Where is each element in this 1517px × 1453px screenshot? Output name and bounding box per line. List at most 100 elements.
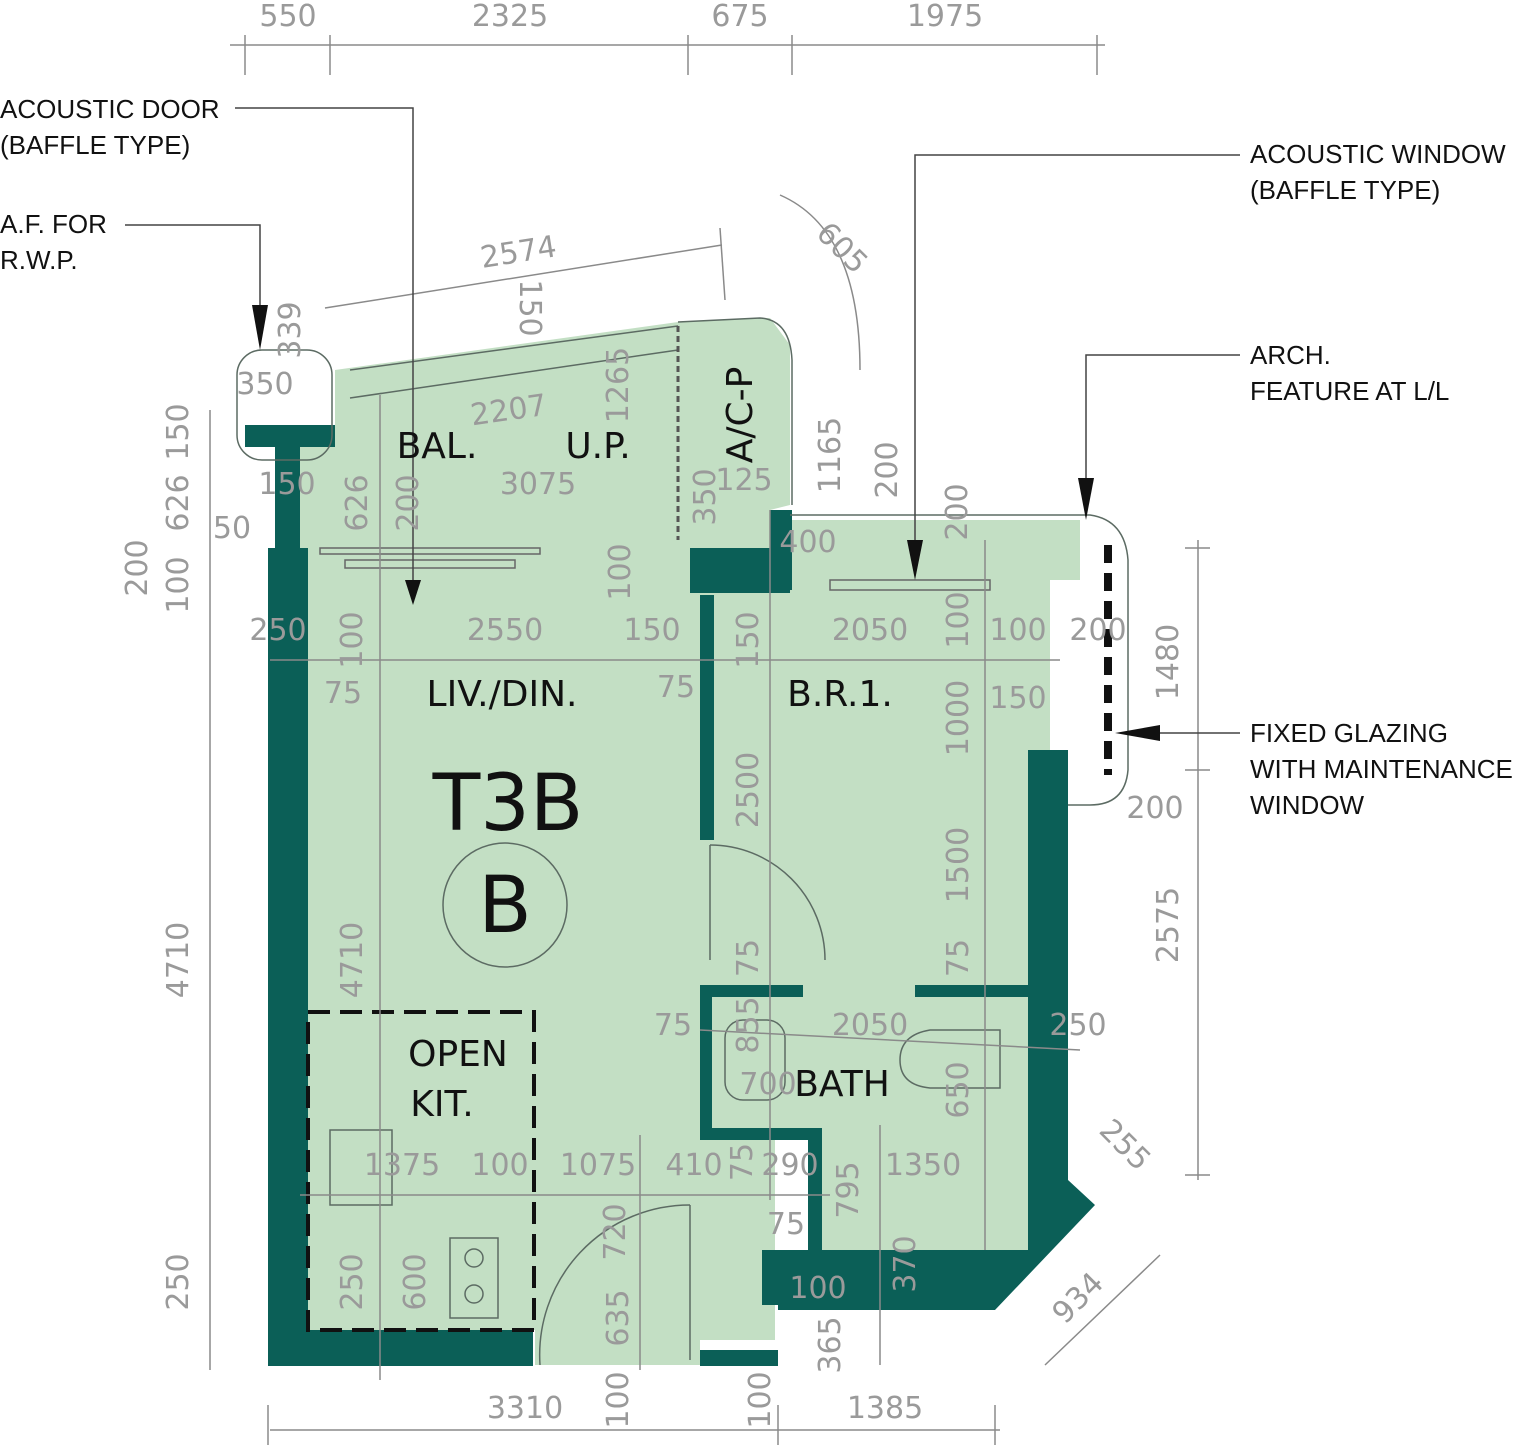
dim-75-entry: 75 [767, 1207, 805, 1242]
right-wall [1028, 750, 1068, 1190]
dim-150-mid: 150 [623, 613, 680, 648]
dim-350-rwp: 350 [236, 367, 293, 402]
dim-350-ac: 350 [688, 468, 723, 525]
window-strip-floor [790, 520, 1080, 580]
dim-100-kit: 100 [471, 1148, 528, 1183]
dim-400: 400 [779, 525, 836, 560]
acoustic-window [829, 579, 991, 591]
room-label-open-kitchen-1: OPEN [408, 1034, 508, 1075]
af-rwp-leader [125, 224, 261, 320]
dim-200-window: 200 [940, 483, 975, 540]
dim-626-inner: 626 [340, 474, 375, 531]
note-fixed-glazing-line1: FIXED GLAZING [1250, 718, 1448, 748]
dim-255: 255 [1092, 1113, 1157, 1178]
bath-floor [712, 990, 1030, 1250]
bath-top-wall-left [708, 985, 803, 997]
note-arch-feature-line1: ARCH. [1250, 340, 1331, 370]
dim-700: 700 [739, 1067, 796, 1102]
bottom-left-wall [268, 1330, 533, 1366]
dim-3075: 3075 [500, 467, 576, 502]
walls [245, 425, 1095, 1366]
rwp-outline [236, 349, 333, 461]
dim-250-kit: 250 [335, 1253, 370, 1310]
floor-areas [300, 318, 1080, 1365]
dim-605: 605 [809, 216, 874, 281]
room-label-ac-platform: A/C-P [720, 367, 761, 464]
dim-339: 339 [273, 301, 308, 358]
acoustic-door-leader [235, 107, 414, 590]
note-fixed-glazing-line2: WITH MAINTENANCE [1250, 754, 1513, 784]
room-label-living-dining: LIV./DIN. [427, 674, 578, 715]
dim-1265: 1265 [601, 347, 636, 423]
dim-75-bottom: 75 [725, 1143, 760, 1181]
bottom-door-wall [700, 1350, 778, 1366]
dim-4710-inner: 4710 [335, 922, 370, 998]
room-label-utility-platform: U.P. [565, 426, 630, 467]
bath-inner-wall [808, 1128, 822, 1253]
bottom-right-wall [778, 1180, 1095, 1310]
acoustic-window-arrow [907, 540, 923, 580]
dim-290: 290 [761, 1148, 818, 1183]
dim-150-left: 150 [161, 403, 196, 460]
dim-1350: 1350 [885, 1148, 961, 1183]
dim-1385: 1385 [847, 1391, 923, 1426]
basin [899, 1029, 1001, 1089]
dim-4710-left: 4710 [161, 922, 196, 998]
living-floor [300, 548, 775, 1365]
acoustic-door-baffle [344, 559, 516, 569]
dim-1075: 1075 [560, 1148, 636, 1183]
unit-letter-circle [442, 842, 568, 968]
room-label-bath: BATH [794, 1064, 890, 1105]
dim-250-bottom-left: 250 [161, 1253, 196, 1310]
bath-left-wall [700, 985, 712, 1140]
dim-100-br-right: 100 [989, 613, 1046, 648]
room-label-bedroom-1: B.R.1. [787, 674, 893, 715]
outlines [236, 317, 1129, 1366]
arch-feature-outline [790, 514, 1129, 806]
note-acoustic-window-line2: (BAFFLE TYPE) [1250, 175, 1440, 205]
dim-934: 934 [1046, 1266, 1111, 1331]
open-kitchen-boundary [306, 1010, 536, 1332]
partition-wall-upper [700, 595, 714, 840]
dim-370: 370 [888, 1235, 923, 1292]
toilet [724, 1019, 786, 1101]
dim-365: 365 [813, 1316, 848, 1373]
dim-200-glazing: 200 [1126, 791, 1183, 826]
unit-code: T3B [432, 759, 584, 849]
dimension-lines [209, 35, 1210, 1445]
dim-75-mid: 75 [657, 670, 695, 705]
note-arch-feature-line2: FEATURE AT L/L [1250, 376, 1449, 406]
dim-410: 410 [665, 1148, 722, 1183]
room-labels: BAL. U.P. A/C-P LIV./DIN. B.R.1. OPEN KI… [397, 367, 893, 1125]
top-dimensions: 550 2325 675 1975 [259, 0, 983, 34]
sink [329, 1129, 393, 1206]
dim-100-entry: 100 [789, 1271, 846, 1306]
af-rwp-arrow [252, 305, 268, 350]
dim-150-wall: 150 [258, 467, 315, 502]
arch-feature-arrow [1078, 478, 1094, 520]
dim-2050-br: 2050 [832, 613, 908, 648]
left-wall [268, 548, 308, 1366]
dim-2574: 2574 [478, 229, 559, 276]
balcony-rail [349, 325, 679, 371]
annotations: ACOUSTIC DOOR (BAFFLE TYPE) A.F. FOR R.W… [0, 94, 1513, 820]
dim-855: 855 [731, 996, 766, 1053]
bedroom-door-swing [709, 844, 826, 961]
balcony-floor [300, 318, 790, 548]
room-label-balcony: BAL. [397, 426, 478, 467]
bath-bottom-wall [700, 1128, 820, 1140]
dim-2050-bath: 2050 [832, 1008, 908, 1043]
bottom-mid-wall [762, 1250, 822, 1305]
dim-75-bath-left: 75 [654, 1008, 692, 1043]
dim-50: 50 [213, 511, 251, 546]
dim-100-bottom-b: 100 [743, 1371, 778, 1428]
dim-100-left: 100 [161, 556, 196, 613]
bedroom-floor [712, 580, 1050, 990]
dim-1500: 1500 [941, 827, 976, 903]
dim-200-arch: 200 [1069, 613, 1126, 648]
bath-top-wall-right [915, 985, 1030, 997]
dim-250-left: 250 [249, 613, 306, 648]
dim-626-left: 626 [161, 474, 196, 531]
dim-635: 635 [601, 1289, 636, 1346]
